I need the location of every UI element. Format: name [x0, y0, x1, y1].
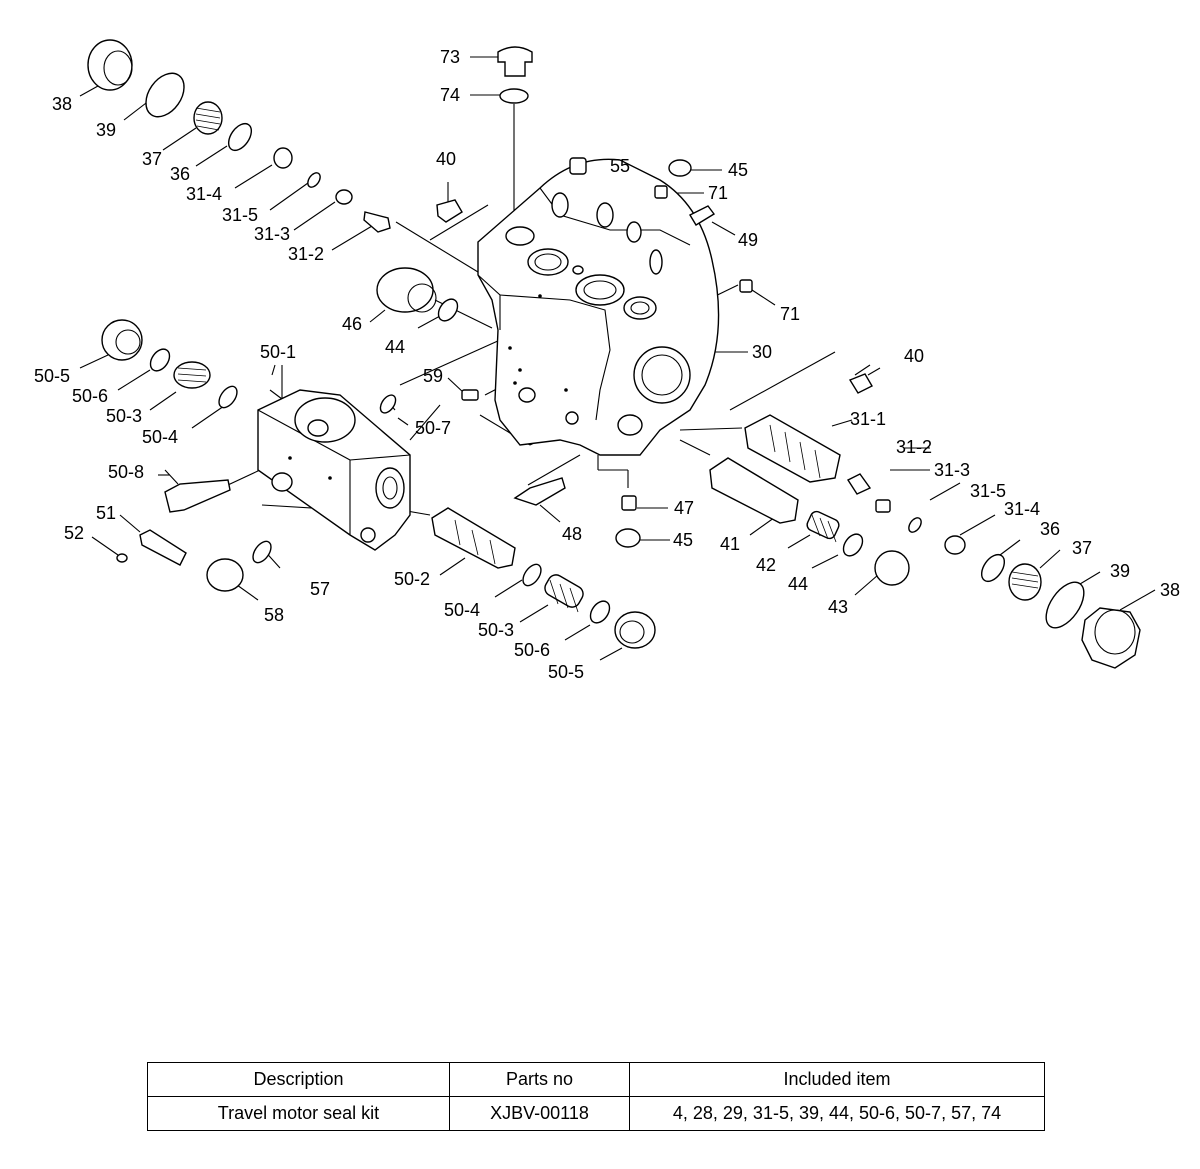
callout-50-5: 50-5	[34, 366, 70, 386]
callout-71: 71	[780, 304, 800, 324]
header-included-item: Included item	[629, 1062, 1045, 1097]
callout-43: 43	[828, 597, 848, 617]
callout-71: 71	[708, 183, 728, 203]
callout-36: 36	[170, 164, 190, 184]
callout-37: 37	[142, 149, 162, 169]
callout-59: 59	[423, 366, 443, 386]
callout-31-2: 31-2	[288, 244, 324, 264]
callout-39: 39	[1110, 561, 1130, 581]
callout-45: 45	[728, 160, 748, 180]
callout-74: 74	[440, 85, 460, 105]
callout-38: 38	[52, 94, 72, 114]
valve-block-50-1	[257, 389, 411, 551]
cell-description: Travel motor seal kit	[147, 1096, 450, 1131]
callout-46: 46	[342, 314, 362, 334]
callout-50-3: 50-3	[478, 620, 514, 640]
callout-50-3: 50-3	[106, 406, 142, 426]
callout-44: 44	[788, 574, 808, 594]
callout-31-4: 31-4	[186, 184, 222, 204]
callout-52: 52	[64, 523, 84, 543]
callout-73: 73	[440, 47, 460, 67]
callout-49: 49	[738, 230, 758, 250]
callout-55: 55	[610, 156, 630, 176]
callout-50-5: 50-5	[548, 662, 584, 682]
callout-58: 58	[264, 605, 284, 625]
callout-50-6: 50-6	[514, 640, 550, 660]
callout-labels: 73 74 38 39 37 36 31-4 31-5 31-3 31-2 40…	[34, 47, 1180, 682]
exploded-parts-diagram: 73 74 38 39 37 36 31-4 31-5 31-3 31-2 40…	[34, 39, 1180, 682]
table-row: Travel motor seal kit XJBV-00118 4, 28, …	[147, 1096, 1045, 1131]
header-parts-no: Parts no	[449, 1062, 630, 1097]
callout-31-3: 31-3	[254, 224, 290, 244]
callout-36: 36	[1040, 519, 1060, 539]
callout-38: 38	[1160, 580, 1180, 600]
header-description: Description	[147, 1062, 450, 1097]
callout-50-6: 50-6	[72, 386, 108, 406]
seal-kit-table: Description Parts no Included item Trave…	[147, 1062, 1045, 1131]
callout-30: 30	[752, 342, 772, 362]
callout-47: 47	[674, 498, 694, 518]
parts	[87, 39, 1141, 669]
callout-40: 40	[436, 149, 456, 169]
table-header-row: Description Parts no Included item	[147, 1062, 1045, 1097]
callout-44: 44	[385, 337, 405, 357]
callout-50-4: 50-4	[444, 600, 480, 620]
callout-57: 57	[310, 579, 330, 599]
callout-50-7: 50-7	[415, 418, 451, 438]
callout-42: 42	[756, 555, 776, 575]
callout-31-1: 31-1	[850, 409, 886, 429]
cell-included-item: 4, 28, 29, 31-5, 39, 44, 50-6, 50-7, 57,…	[629, 1096, 1045, 1131]
callout-31-2: 31-2	[896, 437, 932, 457]
callout-48: 48	[562, 524, 582, 544]
callout-51: 51	[96, 503, 116, 523]
callout-31-3: 31-3	[934, 460, 970, 480]
callout-50-2: 50-2	[394, 569, 430, 589]
leader-lines	[79, 56, 1156, 661]
callout-31-5: 31-5	[970, 481, 1006, 501]
callout-41: 41	[720, 534, 740, 554]
callout-50-1: 50-1	[260, 342, 296, 362]
callout-31-4: 31-4	[1004, 499, 1040, 519]
callout-50-4: 50-4	[142, 427, 178, 447]
callout-50-8: 50-8	[108, 462, 144, 482]
callout-31-5: 31-5	[222, 205, 258, 225]
callout-45: 45	[673, 530, 693, 550]
callout-39: 39	[96, 120, 116, 140]
housing-30	[477, 158, 720, 456]
callout-37: 37	[1072, 538, 1092, 558]
cell-parts-no: XJBV-00118	[449, 1096, 630, 1131]
callout-40: 40	[904, 346, 924, 366]
